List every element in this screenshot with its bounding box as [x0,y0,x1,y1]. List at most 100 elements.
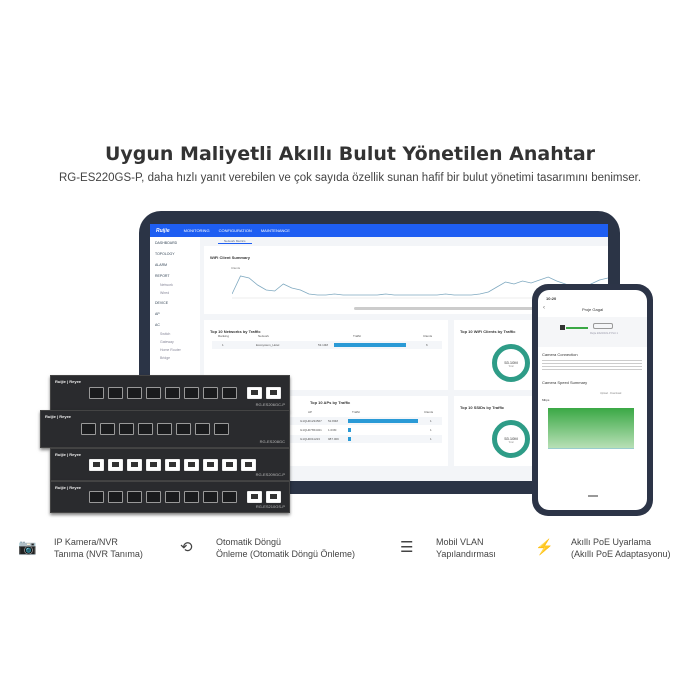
ruijie-logo: Ruijie [156,227,170,234]
feature-item: Akıllı PoE Uyarlama (Akıllı PoE Adaptasyo… [571,536,671,560]
donut-total: 53.10M [504,436,518,441]
sidebar-item[interactable]: ALARM [155,262,168,267]
ethernet-port [81,423,96,435]
nav-maintenance[interactable]: MAINTENANCE [260,228,290,233]
back-icon[interactable]: ‹ [543,305,545,311]
col-ranking: Ranking [218,334,230,338]
table-row[interactable]: 1 Ecosystem_Hotel 53.10M 6 [212,341,442,349]
ethernet-port [127,458,142,471]
ethernet-port [108,387,123,399]
traffic-bar [348,437,351,441]
feature-line2: Önleme (Otomatik Döngü Önleme) [216,549,356,559]
feature-line1: Akıllı PoE Uyarlama [571,537,652,547]
ethernet-port [266,491,281,503]
legend-download: Download [610,392,622,395]
sidebar-item[interactable]: AP [155,311,160,316]
cell-clients: 1 [430,437,432,441]
phone-title: Proje Gagal [581,307,604,312]
feature-line1: Otomatik Döngü [216,537,282,547]
sidebar-item[interactable]: DEVICE [155,300,169,305]
ethernet-port [241,458,256,471]
ethernet-port [176,423,191,435]
ethernet-port [184,387,199,399]
ethernet-port [222,387,237,399]
camera-icon: 📷 [18,539,37,556]
loop-prevention-icon: ⟲ [180,539,193,556]
status-time: 10:20 [546,296,557,301]
sidebar-item[interactable]: Switch [160,332,171,336]
ethernet-port [146,458,161,471]
donut-total: 53.10M [504,360,518,365]
ethernet-port [89,458,104,471]
cell-clients: 6 [426,343,428,347]
switch-model: RG-ES209GC-P [255,472,285,477]
ethernet-port [165,458,180,471]
sidebar-item[interactable]: DASHBOARD [155,240,178,245]
nav-configuration[interactable]: CONFIGURATION [218,228,252,233]
sidebar-item[interactable]: Wired [160,291,170,295]
ethernet-port [203,491,218,503]
sidebar-item[interactable]: Bridge [160,356,171,360]
ethernet-port [127,387,142,399]
sidebar-item[interactable]: AC [155,322,160,327]
ethernet-port [138,423,153,435]
feature-line1: Mobil VLAN [436,537,484,547]
table-row[interactable]: G1QH0011223 987.00K 1 [212,435,442,443]
legend-upload: Upload [600,392,608,395]
top-aps-card: Top 10 APs by Traffic AP Traffic Clients… [204,396,448,466]
camera-speed-title: Camera Speed Summary [542,380,588,385]
ethernet-port [100,423,115,435]
ethernet-port [247,387,262,399]
feature-item: IP Kamera/NVR Tanıma (NVR Tanıma) [54,536,143,560]
feature-line2: Tanıma (NVR Tanıma) [54,549,143,559]
traffic-bar [348,419,418,423]
table-header: AP Traffic Clients [212,410,442,416]
cell-traffic: 1.03M [328,428,337,432]
sidebar-item[interactable]: Home Router [160,348,181,352]
ethernet-port [165,491,180,503]
donut-label: Total [508,365,514,368]
cell-ap: G1QH07654321 [300,428,322,432]
sidebar-item[interactable]: TOPOLOGY [155,251,175,256]
ethernet-port [146,491,161,503]
ethernet-port [195,423,210,435]
sidebar-item[interactable]: Network [160,283,173,287]
device-label: Ruijie ES220GS-P Port 1 [590,332,618,335]
col-traffic: Traffic [352,410,361,414]
nav-monitoring[interactable]: MONITORING [183,228,210,233]
chart-scrollbar[interactable] [354,307,604,310]
col-network: Network [258,334,270,338]
cell-ap: G1QH01234567 [300,419,322,423]
poe-icon: ⚡ [535,539,554,556]
ethernet-port [266,387,281,399]
sidebar-item[interactable]: Gateway [160,340,174,344]
topology-panel: Ruijie ES220GS-P Port 1 [538,317,647,347]
table-header: Ranking Network Traffic Clients [218,334,438,340]
cell-ap: G1QH0011223 [300,437,320,441]
page-title: Uygun Maliyetli Akıllı Bulut Yönetilen A… [104,143,596,165]
feature-line2: (Akıllı PoE Adaptasyonu) [571,549,671,559]
col-traffic: Traffic [353,334,362,338]
ethernet-port [203,387,218,399]
switch-model: RG-ES208GC [259,439,285,444]
card-title: Top 10 WiFi Clients by Traffic [460,329,516,334]
tab-network-metrics[interactable]: Network Metrics [218,239,252,244]
cell-traffic: 52.80M [328,419,339,423]
cell-traffic: 987.00K [328,437,340,441]
ethernet-port [247,491,262,503]
switch-model: RG-ES210GS-P [255,504,285,509]
switch-model: RG-ES206GC-P [255,402,285,407]
sidebar-item[interactable]: REPORT [155,273,170,278]
ethernet-port [222,491,237,503]
feature-line1: IP Kamera/NVR [54,537,118,547]
phone-screen: 10:20 ‹ Proje Gagal Ruijie ES220GS-P Por… [538,290,647,510]
